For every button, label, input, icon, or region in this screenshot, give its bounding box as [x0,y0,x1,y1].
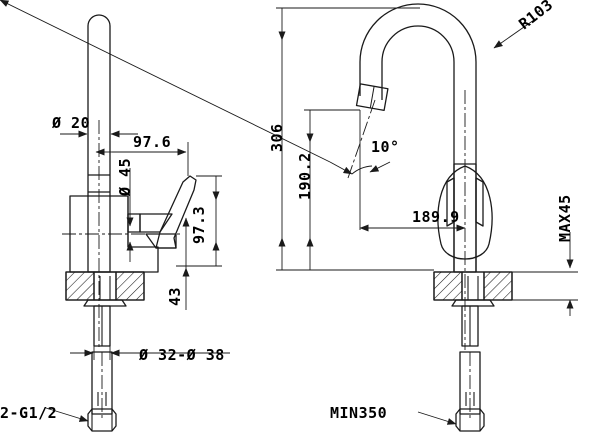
deck-section-left-r [433,271,463,301]
handle-collar-left [446,177,455,227]
right-view-faucet-outline [355,3,513,432]
shank-through-deck [93,271,117,301]
dim-handle-height: 97.3 [190,206,208,244]
right-view-centerlines [347,90,471,420]
deck-section-left [65,271,95,301]
supply-hex-nut [87,408,117,432]
mounting-washer [83,299,127,307]
handle-collar-right [475,177,484,227]
lever-handle-profile [155,175,197,249]
dim-body-diameter: Ø 45 [116,158,134,197]
dim-max-deck-thickness: MAX45 [556,194,574,242]
handle-collar-profile [145,233,177,249]
dim-spout-reach: 97.6 [133,133,171,151]
dimension-lines [0,0,578,425]
left-view-faucet-outline [65,14,197,432]
dim-mounting-hole: Ø 32-Ø 38 [138,346,225,364]
label-min-supply-length: MIN350 [330,404,387,422]
spout-outer-curve [359,3,477,272]
supply-hex-nut-r [455,408,485,432]
spout-inner-curve [381,25,455,272]
spout-tube-profile [87,14,111,273]
dim-spout-height: 190.2 [296,152,314,200]
deck-section-right-r [483,271,513,301]
dim-overall-height: 306 [268,123,286,152]
dim-spout-radius: R103 [515,0,556,33]
left-view-centerlines [62,120,180,420]
dim-spout-projection: 189.9 [412,208,460,226]
mounting-washer-r [451,299,495,307]
dim-aerator-angle: 10° [371,138,400,156]
label-supply-connection: 2-G1/2 [0,404,57,422]
deck-section-right [115,271,145,301]
dim-spout-tube-diameter: Ø 20 [51,114,90,132]
aerator-tip [355,83,389,112]
dim-deck-to-handle-pivot: 43 [166,287,184,306]
